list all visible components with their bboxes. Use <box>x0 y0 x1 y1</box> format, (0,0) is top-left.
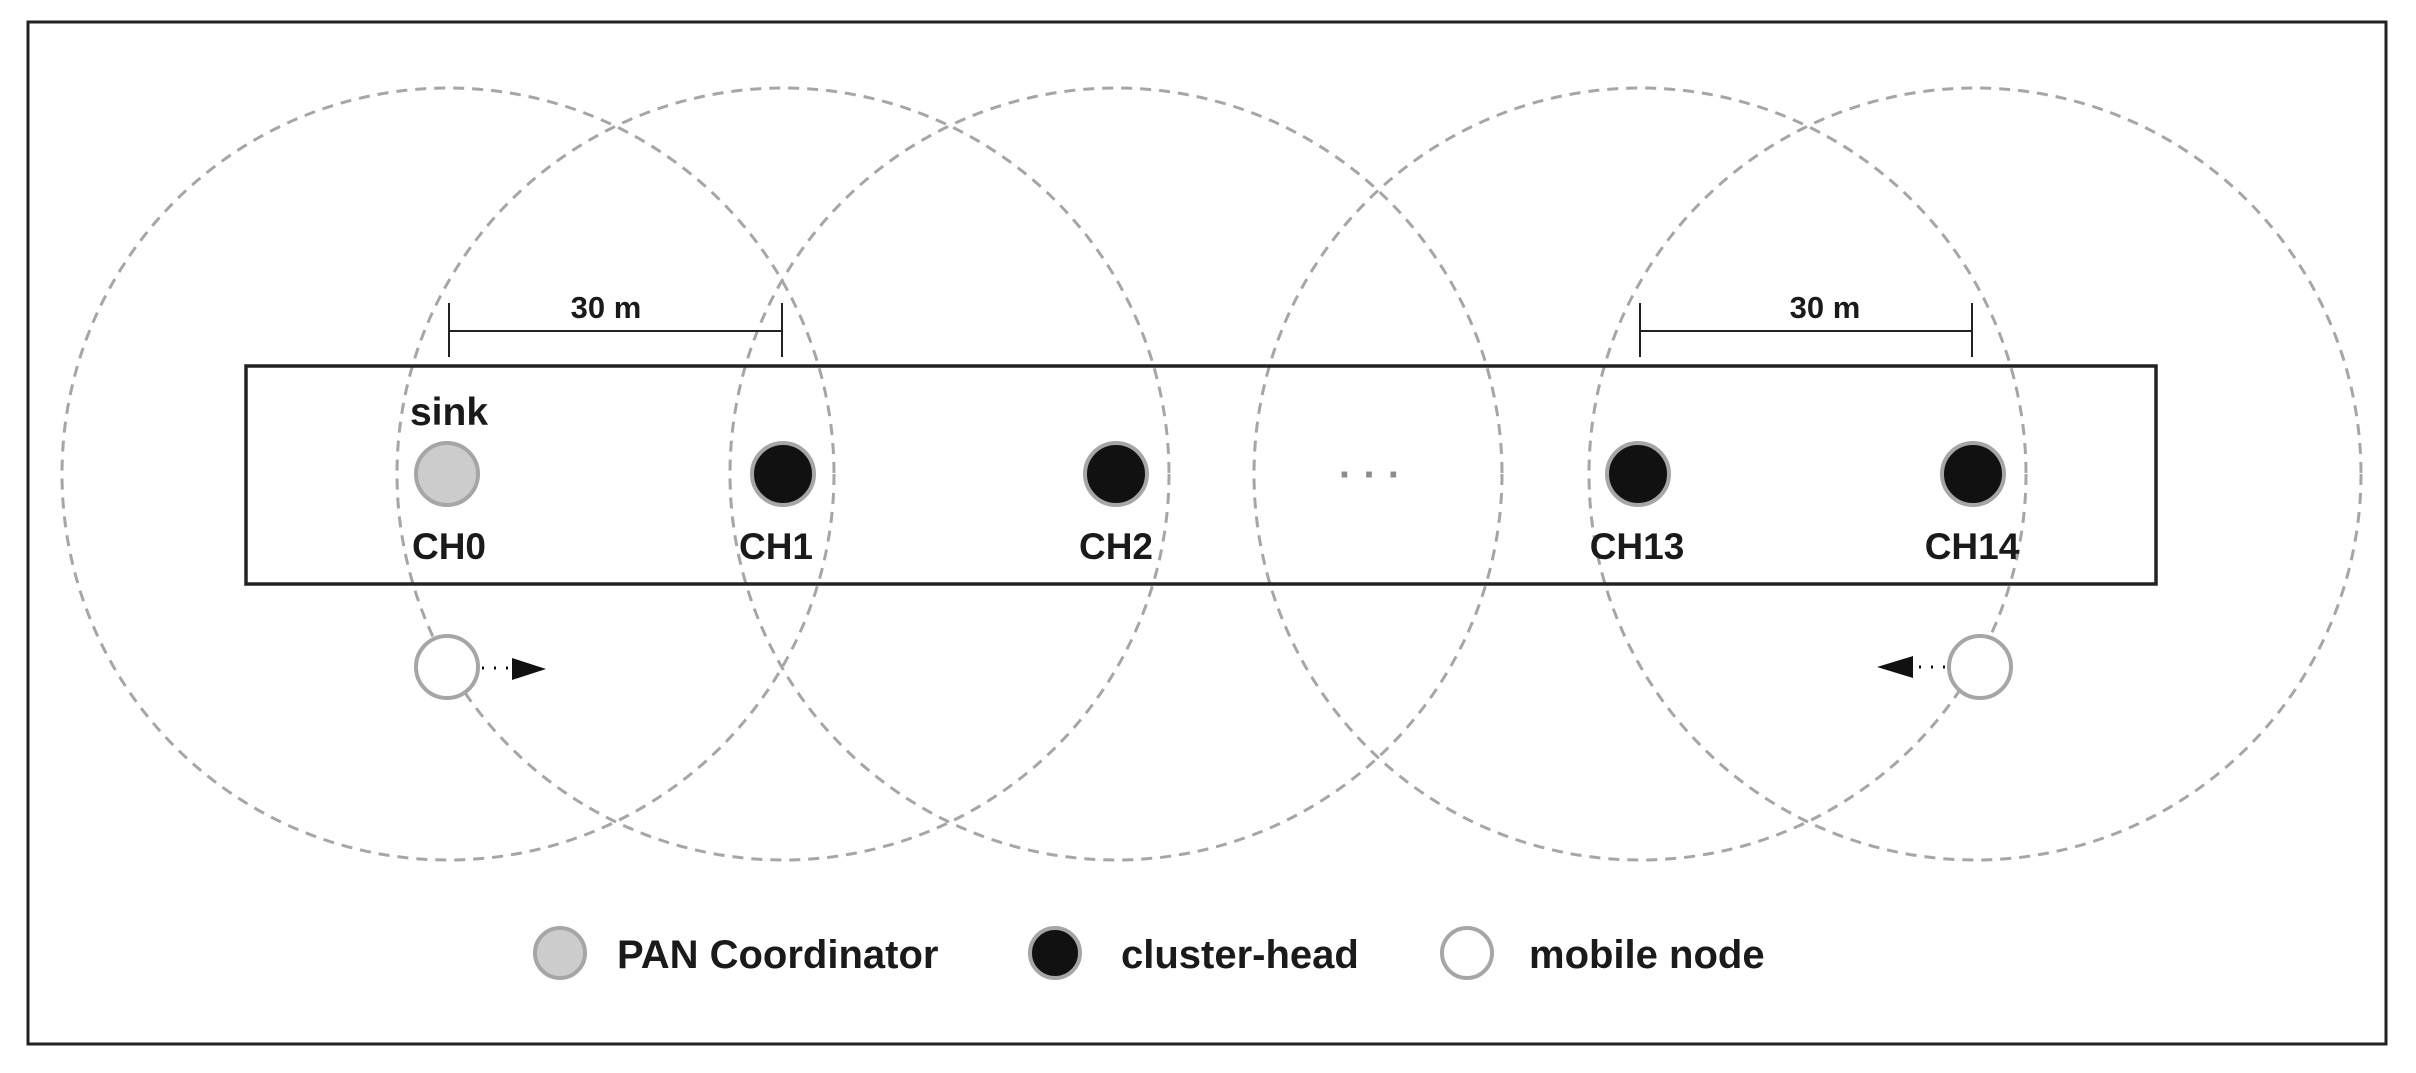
legend: PAN Coordinator cluster-head mobile node <box>533 926 1765 980</box>
node-label-ch14: CH14 <box>1925 526 2020 567</box>
node-label-ch13: CH13 <box>1590 526 1685 567</box>
range-circle-ch13 <box>1252 86 2028 862</box>
cluster-head-node-ch2 <box>1083 441 1149 507</box>
range-circle-ch1 <box>395 86 1171 862</box>
legend-mobile-node-label: mobile node <box>1529 933 1765 977</box>
outer-frame <box>26 20 2388 1046</box>
node-label-ch1: CH1 <box>739 526 813 567</box>
mobile-node-right-circle <box>1947 634 2013 700</box>
distance-marker-right: 30 m <box>1639 290 1973 357</box>
corridor-rectangle <box>244 364 2158 586</box>
cluster-head-node-ch14 <box>1940 441 2006 507</box>
pan-coordinator-node-ch0 <box>414 441 480 507</box>
mobile-node-left <box>414 634 546 700</box>
distance-marker-left: 30 m <box>448 290 783 357</box>
legend-mobile-node-icon <box>1440 926 1494 980</box>
node-label-ch2: CH2 <box>1079 526 1153 567</box>
cluster-head-node-ch13 <box>1605 441 1671 507</box>
cluster-head-node-ch1 <box>750 441 816 507</box>
distance-label-right: 30 m <box>1790 290 1861 325</box>
ellipsis: · · · <box>1339 453 1401 497</box>
range-circle-ch0 <box>60 86 836 862</box>
arrow-left-icon <box>1877 656 1913 678</box>
mobile-node-left-circle <box>414 634 480 700</box>
legend-pan-coordinator-icon <box>533 926 587 980</box>
sink-label: sink <box>410 391 488 434</box>
node-label-ch0: CH0 <box>412 526 486 567</box>
distance-label-left: 30 m <box>571 290 642 325</box>
legend-cluster-head-label: cluster-head <box>1121 933 1359 977</box>
range-circle-ch14 <box>1587 86 2363 862</box>
legend-pan-coordinator-label: PAN Coordinator <box>617 933 938 977</box>
mobile-node-right <box>1877 634 2013 700</box>
legend-cluster-head-icon <box>1028 926 1082 980</box>
range-circle-ch2 <box>728 86 1504 862</box>
arrow-right-icon <box>512 658 546 680</box>
